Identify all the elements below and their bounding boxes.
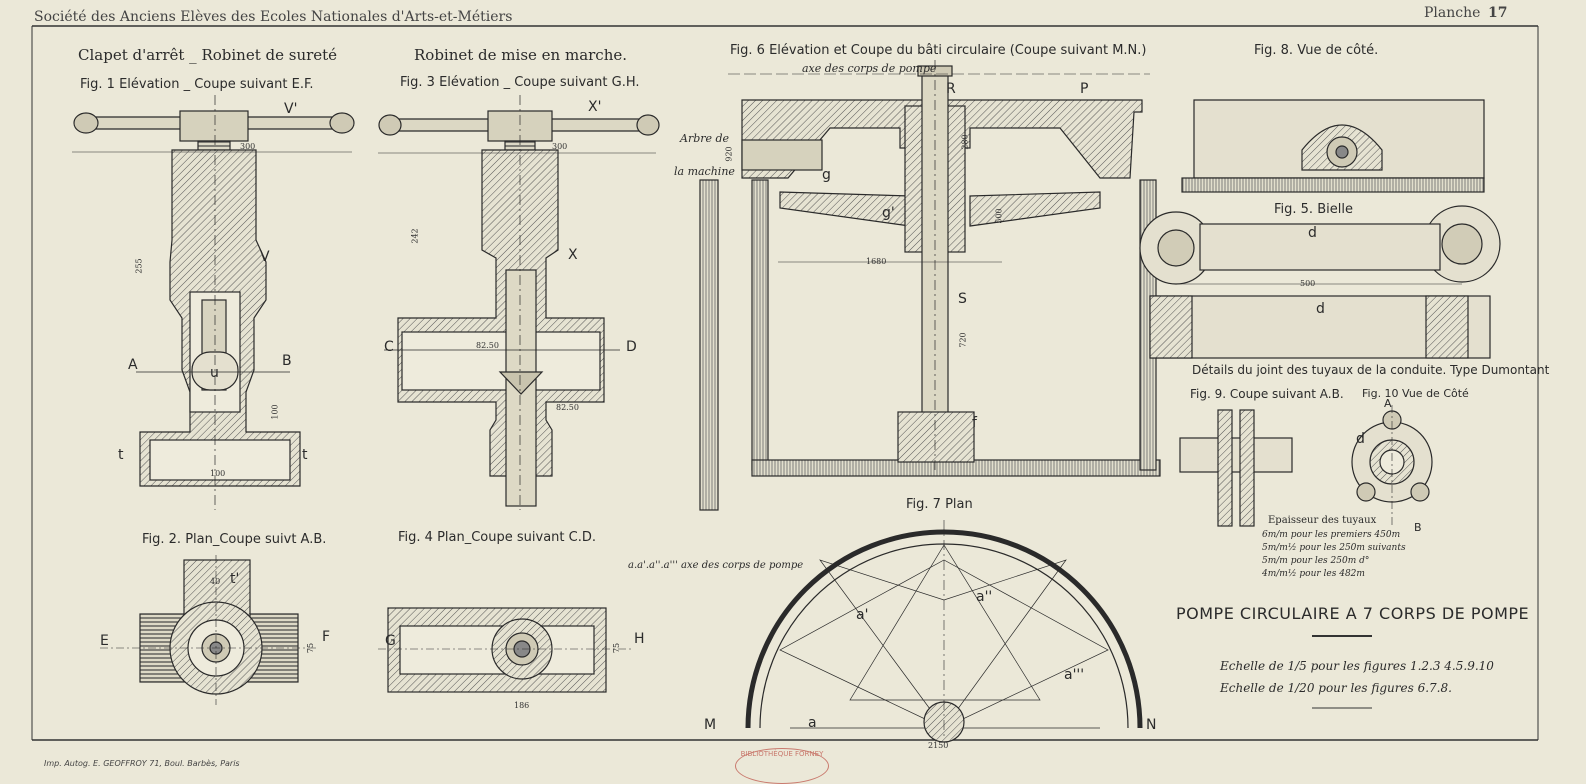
- label-R: R: [946, 81, 956, 97]
- label-M: M: [704, 717, 717, 733]
- caption-fig4: Fig. 4 Plan_Coupe suivant C.D.: [398, 530, 596, 545]
- dim-100-base: 100: [210, 469, 226, 478]
- label-d-top: d: [1308, 225, 1317, 241]
- caption-robinet: Robinet de mise en marche.: [414, 46, 628, 64]
- label-t-right: t: [302, 447, 308, 463]
- dim-500-fig6: 500: [994, 208, 1004, 224]
- label-Vp: V': [284, 101, 298, 117]
- dim-280: 280: [960, 134, 970, 150]
- label-F: F: [322, 629, 331, 645]
- caption-fig3: Fig. 3 Elévation _ Coupe suivant G.H.: [400, 75, 640, 90]
- label-appp: a''': [1064, 667, 1085, 683]
- stamp-text: BIBLIOTHÈQUE FORNEY: [740, 750, 824, 758]
- main-title: POMPE CIRCULAIRE A 7 CORPS DE POMPE: [1176, 604, 1530, 623]
- caption-fig8: Fig. 8. Vue de côté.: [1254, 43, 1379, 58]
- thickness-row: 6m/m pour les premiers 450m: [1262, 530, 1401, 540]
- dim-500-fig5: 500: [1300, 279, 1316, 288]
- dim-82-50-bottom: 82.50: [556, 403, 579, 412]
- dim-920: 920: [724, 146, 734, 162]
- plate-label: Planche: [1424, 5, 1481, 21]
- label-A-joint: A: [1384, 397, 1392, 410]
- label-g: g: [822, 167, 831, 183]
- label-B-joint: B: [1414, 521, 1422, 534]
- caption-clapet: Clapet d'arrêt _ Robinet de sureté: [78, 46, 338, 64]
- label-app: a'': [976, 589, 993, 605]
- dim-242: 242: [410, 228, 420, 244]
- scale-line-1: Echelle de 1/5 pour les figures 1.2.3 4.…: [1220, 659, 1494, 673]
- label-A: A: [128, 357, 138, 373]
- dim-255: 255: [134, 258, 144, 274]
- dim-186: 186: [514, 701, 530, 710]
- label-a: a: [808, 715, 817, 731]
- label-H: H: [634, 631, 645, 647]
- fig5-connecting-rod: [1139, 205, 1501, 359]
- plate-number: 17: [1488, 5, 1508, 21]
- dim-1680: 1680: [866, 257, 887, 266]
- library-stamp: BIBLIOTHÈQUE FORNEY: [735, 748, 829, 784]
- caption-arbre-2: la machine: [674, 165, 735, 178]
- caption-axes: a.a'.a''.a''' axe des corps de pompe: [628, 560, 804, 571]
- caption-fig10: Fig. 10 Vue de Côté: [1362, 387, 1469, 400]
- fig1-valve-elevation: [72, 95, 355, 510]
- label-u: u: [210, 365, 219, 381]
- fig3-valve-elevation: [378, 95, 660, 510]
- caption-fig7: Fig. 7 Plan: [906, 497, 973, 512]
- label-f: f: [972, 415, 977, 431]
- dim-82-50-top: 82.50: [476, 341, 499, 350]
- label-B: B: [282, 353, 292, 369]
- caption-fig6: Fig. 6 Elévation et Coupe du bâti circul…: [730, 43, 1147, 58]
- label-P: P: [1080, 81, 1089, 97]
- label-S: S: [958, 291, 967, 307]
- title-rules: [1312, 635, 1372, 709]
- fig2-plan: [100, 555, 316, 705]
- fig7-plan: [745, 520, 1143, 743]
- caption-fig6-axis: axe des corps de pompe: [802, 62, 937, 75]
- society-header: Société des Anciens Elèves des Ecoles Na…: [34, 9, 513, 25]
- caption-fig5: Fig. 5. Bielle: [1274, 202, 1353, 217]
- dim-40: 40: [210, 577, 221, 586]
- dim-300-fig1: 300: [240, 142, 256, 151]
- label-N: N: [1146, 717, 1157, 733]
- label-E: E: [100, 633, 109, 649]
- label-tp: t': [230, 571, 240, 587]
- imprint: Imp. Autog. E. GEOFFROY 71, Boul. Barbès…: [44, 759, 240, 768]
- label-Xp: X': [588, 99, 602, 115]
- fig9-fig10-pipe-joint: [1179, 405, 1433, 527]
- caption-fig1: Fig. 1 Elévation _ Coupe suivant E.F.: [80, 77, 314, 92]
- label-ap: a': [856, 607, 869, 623]
- fig8-side-view: [1181, 99, 1485, 193]
- label-C: C: [384, 339, 394, 355]
- thickness-row: 4m/m½ pour les 482m: [1262, 569, 1365, 579]
- label-d-joint: d: [1356, 431, 1365, 447]
- label-G: G: [385, 633, 396, 649]
- dim-75-fig4: 75: [612, 642, 622, 654]
- caption-fig2: Fig. 2. Plan_Coupe suivt A.B.: [142, 532, 327, 547]
- label-gp: g': [882, 205, 895, 221]
- thickness-row: 5m/m½ pour les 250m suivants: [1262, 543, 1406, 553]
- label-d-bottom: d: [1316, 301, 1325, 317]
- dim-75-fig2: 75: [306, 642, 316, 654]
- fig4-plan: [378, 607, 632, 693]
- caption-fig9: Fig. 9. Coupe suivant A.B.: [1190, 387, 1344, 401]
- scale-line-2: Echelle de 1/20 pour les figures 6.7.8.: [1220, 681, 1452, 695]
- label-D: D: [626, 339, 637, 355]
- dim-300-fig3: 300: [552, 142, 568, 151]
- fig6-frame-elevation: [699, 60, 1161, 511]
- dim-720: 720: [958, 332, 968, 348]
- label-t-left: t: [118, 447, 124, 463]
- label-X: X: [568, 247, 578, 263]
- label-V: V: [260, 249, 270, 265]
- thickness-row: 5m/m pour les 250m d°: [1262, 556, 1370, 566]
- thickness-title: Epaisseur des tuyaux: [1268, 515, 1377, 526]
- dim-100-fig1: 100: [270, 404, 280, 420]
- sheet-frame: [31, 25, 1539, 741]
- dim-2150: 2150: [928, 741, 949, 750]
- caption-details: Détails du joint des tuyaux de la condui…: [1192, 363, 1550, 377]
- caption-arbre-1: Arbre de: [680, 132, 730, 145]
